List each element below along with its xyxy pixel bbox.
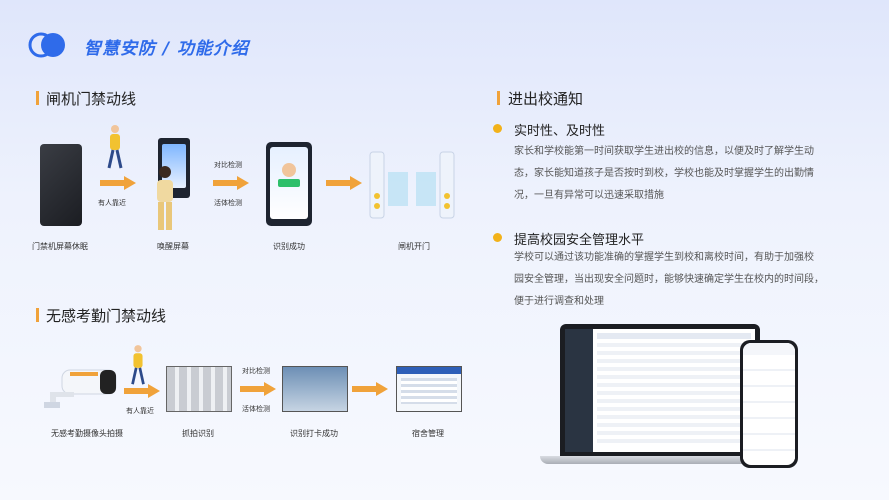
checkin-screen-image	[282, 366, 348, 412]
notify-item-1-text: 家长和学校能第一时间获取学生进出校的信息，以便及时了解学生动 态，家长能知道孩子…	[514, 146, 814, 201]
gate-step-3-caption: 识别成功	[273, 242, 305, 251]
gate-step-4-caption: 闸机开门	[398, 242, 430, 251]
attendance-step-3-caption: 识别打卡成功	[290, 429, 338, 438]
notify-item-2-text: 学校可以通过该功能准确的掌握学生到校和离校时间，有助于加强校 园安全管理，当出现…	[514, 252, 824, 307]
camera-image	[44, 369, 117, 408]
attendance-step-1-caption: 无感考勤摄像头拍摄	[51, 429, 123, 438]
notify-item-2-title: 提高校园安全管理水平	[514, 233, 645, 248]
brand-logo-icon	[28, 32, 65, 58]
arrow-right-icon	[213, 176, 249, 190]
approach-label-2: 有人靠近	[126, 407, 154, 415]
attendance-step-4-caption: 宿舍管理	[412, 429, 444, 438]
walking-person-icon	[107, 125, 123, 169]
terminal-sleep-image	[40, 144, 82, 226]
page-title: 智慧安防 / 功能介绍	[84, 39, 250, 59]
dorm-management-image	[396, 366, 462, 412]
bullet-icon	[493, 233, 502, 242]
laptop-image	[560, 324, 760, 456]
walking-person-icon	[131, 345, 145, 385]
arrow-right-icon	[326, 176, 362, 190]
laptop-base	[540, 456, 780, 464]
compare-label-2: 对比检测	[242, 367, 270, 375]
section-marker	[497, 91, 500, 105]
approach-label: 有人靠近	[98, 199, 126, 207]
crowd-capture-image	[166, 366, 232, 412]
user-person-icon	[157, 166, 173, 230]
arrow-right-icon	[100, 176, 136, 190]
gate-step-2-caption: 唤醒屏幕	[157, 242, 189, 251]
arrow-right-icon	[124, 384, 160, 398]
arrow-right-icon	[240, 382, 276, 396]
bullet-icon	[493, 124, 502, 133]
gate-section-heading: 闸机门禁动线	[46, 90, 137, 108]
turnstile-gate-image	[369, 151, 455, 219]
gate-step-1-caption: 门禁机屏幕休眠	[32, 242, 88, 251]
notify-section-heading: 进出校通知	[508, 90, 584, 108]
attendance-step-2-caption: 抓拍识别	[182, 429, 214, 438]
notify-item-1-title: 实时性、及时性	[514, 124, 606, 139]
liveness-label: 活体检测	[214, 199, 242, 207]
phone-image	[740, 340, 798, 468]
attendance-section-heading: 无感考勤门禁动线	[46, 307, 167, 325]
liveness-label-2: 活体检测	[242, 405, 270, 413]
section-marker	[36, 308, 39, 322]
section-marker	[36, 91, 39, 105]
arrow-right-icon	[352, 382, 388, 396]
terminal-success-image	[266, 142, 312, 226]
compare-label: 对比检测	[214, 161, 242, 169]
